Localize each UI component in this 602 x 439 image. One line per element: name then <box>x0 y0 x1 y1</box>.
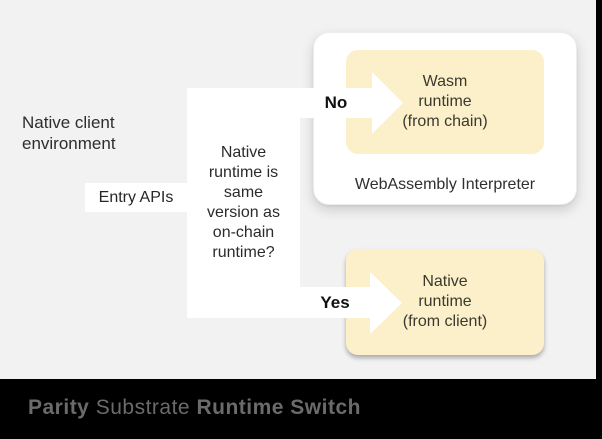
yes-arrow-head-icon <box>370 272 402 334</box>
entry-apis-box: Entry APIs <box>85 183 187 212</box>
title-bar: Parity Substrate Runtime Switch <box>28 396 361 420</box>
decision-question: Native runtime is same version as on-cha… <box>207 144 280 261</box>
wasm-interpreter-card: Wasm runtime (from chain) WebAssembly In… <box>313 32 577 205</box>
no-arrow-head-icon <box>372 72 403 134</box>
product-name: Substrate <box>95 396 191 419</box>
native-runtime-label: Native runtime (from client) <box>402 273 488 330</box>
no-branch: No <box>300 88 372 118</box>
brand-name: Parity <box>28 396 90 419</box>
wasm-interpreter-caption: WebAssembly Interpreter <box>354 176 536 193</box>
yes-label: Yes <box>320 292 350 312</box>
decision-box: Native runtime is same version as on-cha… <box>187 88 300 318</box>
entry-apis-label: Entry APIs <box>98 188 174 206</box>
yes-branch: Yes <box>300 287 370 318</box>
no-label: No <box>324 93 348 112</box>
wasm-runtime-label: Wasm runtime (from chain) <box>402 73 488 130</box>
native-environment-label: Native client environment <box>22 113 116 153</box>
diagram-title: Runtime Switch <box>196 396 361 419</box>
diagram-canvas: Native client environment Entry APIs Nat… <box>0 0 596 379</box>
